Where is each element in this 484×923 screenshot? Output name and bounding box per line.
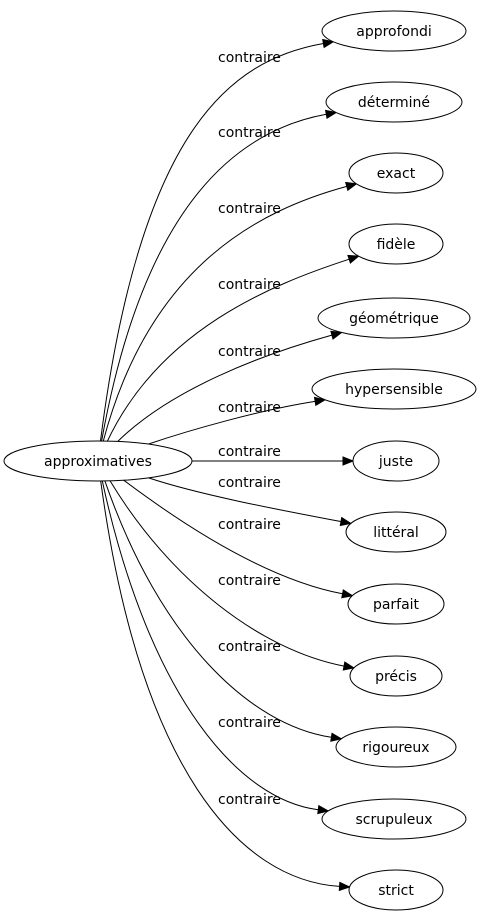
edge-line [100,43,324,442]
edge-line [101,480,319,811]
target-node-ellipse [325,81,463,123]
target-node-ellipse [311,368,477,410]
target-node: déterminé [325,81,463,123]
edge-arrowhead [342,456,355,466]
edge-label: contraire [218,50,281,66]
target-node-label: fidèle [377,237,416,253]
edge-line [109,480,345,667]
edges-group: contraire contraire contraire contraire cont… [100,38,360,892]
target-node-label: scrupuleux [355,812,432,828]
target-node-label: exact [377,166,416,182]
target-node-ellipse [335,726,457,768]
edge-line [148,477,342,523]
target-node: littéral [345,511,447,553]
edge-arrowhead [330,732,343,742]
target-node-ellipse [348,869,444,911]
edge-label: contraire [218,125,281,141]
nodes-group: approximatives approfondi déterminé exact f… [3,10,477,911]
target-node-label: juste [378,454,413,470]
edge-arrowhead [341,589,354,599]
target-node: exact [348,152,444,194]
target-node-ellipse [321,10,467,52]
edge-arrowhead [324,109,338,120]
edge-arrowhead [322,38,335,49]
target-node-label: hypersensible [345,382,443,398]
edge-label: contraire [218,639,281,655]
edge-label: contraire [218,201,281,217]
target-node-ellipse [317,297,471,339]
edge-label: contraire [218,475,281,491]
edge-arrowhead [345,181,358,192]
edge-arrowhead [317,804,330,815]
target-node-ellipse [352,440,440,482]
target-node-label: géométrique [349,311,439,327]
source-node: approximatives [3,440,193,482]
edge-label: contraire [218,400,281,416]
target-node-label: approfondi [356,24,432,40]
edge-label: contraire [218,792,281,808]
target-node-ellipse [321,798,467,840]
target-node-label: déterminé [358,95,430,111]
target-node-ellipse [348,152,444,194]
edge-arrowhead [339,516,353,527]
target-node: fidèle [348,223,444,265]
edge-line [117,334,333,442]
target-node-ellipse [348,223,444,265]
edge-arrowhead [313,396,327,407]
target-node: parfait [347,583,445,625]
edge-line [101,113,327,442]
edge-line [148,400,316,445]
source-node-label: approximatives [44,454,152,470]
target-node: scrupuleux [321,798,467,840]
edge-label: contraire [218,573,281,589]
target-node-label: littéral [373,525,419,541]
source-node-ellipse [3,440,193,482]
target-node: approfondi [321,10,467,52]
target-node-label: rigoureux [362,740,429,756]
edge-line [106,258,350,442]
target-node: strict [348,869,444,911]
edge-label: contraire [218,344,281,360]
edge-arrowhead [330,330,343,340]
edge-label: contraire [218,715,281,731]
target-node-ellipse [347,583,445,625]
edge-line [104,480,332,738]
edge-arrowhead [342,661,356,671]
target-node: hypersensible [311,368,477,410]
target-node-label: parfait [373,597,420,613]
edge-line [100,480,340,887]
target-node-ellipse [349,655,443,697]
edge-label: contraire [218,517,281,533]
target-node-ellipse [345,511,447,553]
edge-arrowhead [338,881,351,892]
edge-label: contraire [218,277,281,293]
edge-line [123,479,343,595]
edge-arrowhead [347,254,360,264]
target-node: rigoureux [335,726,457,768]
target-node: géométrique [317,297,471,339]
target-node-label: strict [378,883,414,899]
edge-line [102,185,347,442]
edge-label: contraire [218,444,281,460]
target-node: précis [349,655,443,697]
target-node: juste [352,440,440,482]
target-node-label: précis [375,669,417,685]
